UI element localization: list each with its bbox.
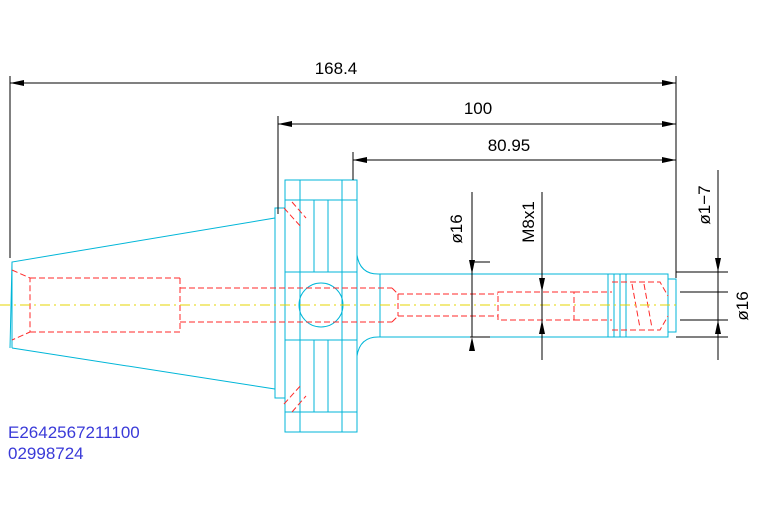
part-code-secondary: 02998724 [8, 444, 84, 463]
dim-gauge-length: 100 [464, 99, 492, 118]
hidden-lines [11, 201, 669, 413]
dim-overall-length: 168.4 [315, 59, 358, 78]
dim-clamp-range: ø1−7 [695, 185, 714, 224]
tool-outline [9, 179, 677, 433]
part-code-primary: E2642567211100 [8, 423, 140, 442]
dimension-lines [9, 76, 728, 360]
dim-thread: M8x1 [519, 201, 538, 243]
dim-neck-diameter: ø16 [447, 214, 466, 243]
dim-shank-length: 80.95 [488, 136, 531, 155]
dim-nose-diameter: ø16 [733, 291, 752, 320]
